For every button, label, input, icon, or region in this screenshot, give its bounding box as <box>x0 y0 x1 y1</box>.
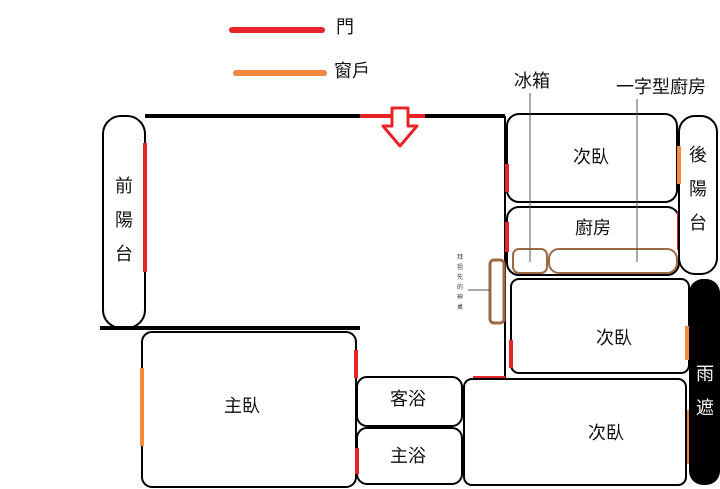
legend-door-label: 門 <box>336 17 354 38</box>
kitchen-label: 廚房 <box>575 218 611 239</box>
front-balcony-label: 前陽台 <box>115 176 133 265</box>
ancestor-altar-label: 拜祖先的神桌 <box>456 254 463 311</box>
master-bath-label: 主浴 <box>390 446 426 467</box>
rain-awning <box>689 279 720 485</box>
bedroom-bottom-outline <box>463 378 687 486</box>
bedroom-mid-label: 次臥 <box>596 328 632 349</box>
rain-awning-label: 雨遮 <box>696 364 714 419</box>
guest-bath-outline <box>356 376 463 427</box>
bedroom-top-label: 次臥 <box>573 147 609 168</box>
back-balcony-outline <box>678 115 718 275</box>
bedroom-mid-outline <box>510 278 690 374</box>
master-bedroom-label: 主臥 <box>224 396 260 417</box>
back-balcony-label: 後陽台 <box>689 145 707 234</box>
linear-kitchen-label: 一字型廚房 <box>616 77 706 98</box>
guest-bath-label: 客浴 <box>390 389 426 410</box>
linear-kitchen-counter <box>548 248 678 274</box>
entrance-arrow-icon <box>381 106 419 148</box>
legend-window-label: 窗戶 <box>334 61 370 82</box>
bedroom-bottom-label: 次臥 <box>588 423 624 444</box>
ancestor-altar <box>488 258 506 325</box>
fridge-label: 冰箱 <box>514 71 550 92</box>
